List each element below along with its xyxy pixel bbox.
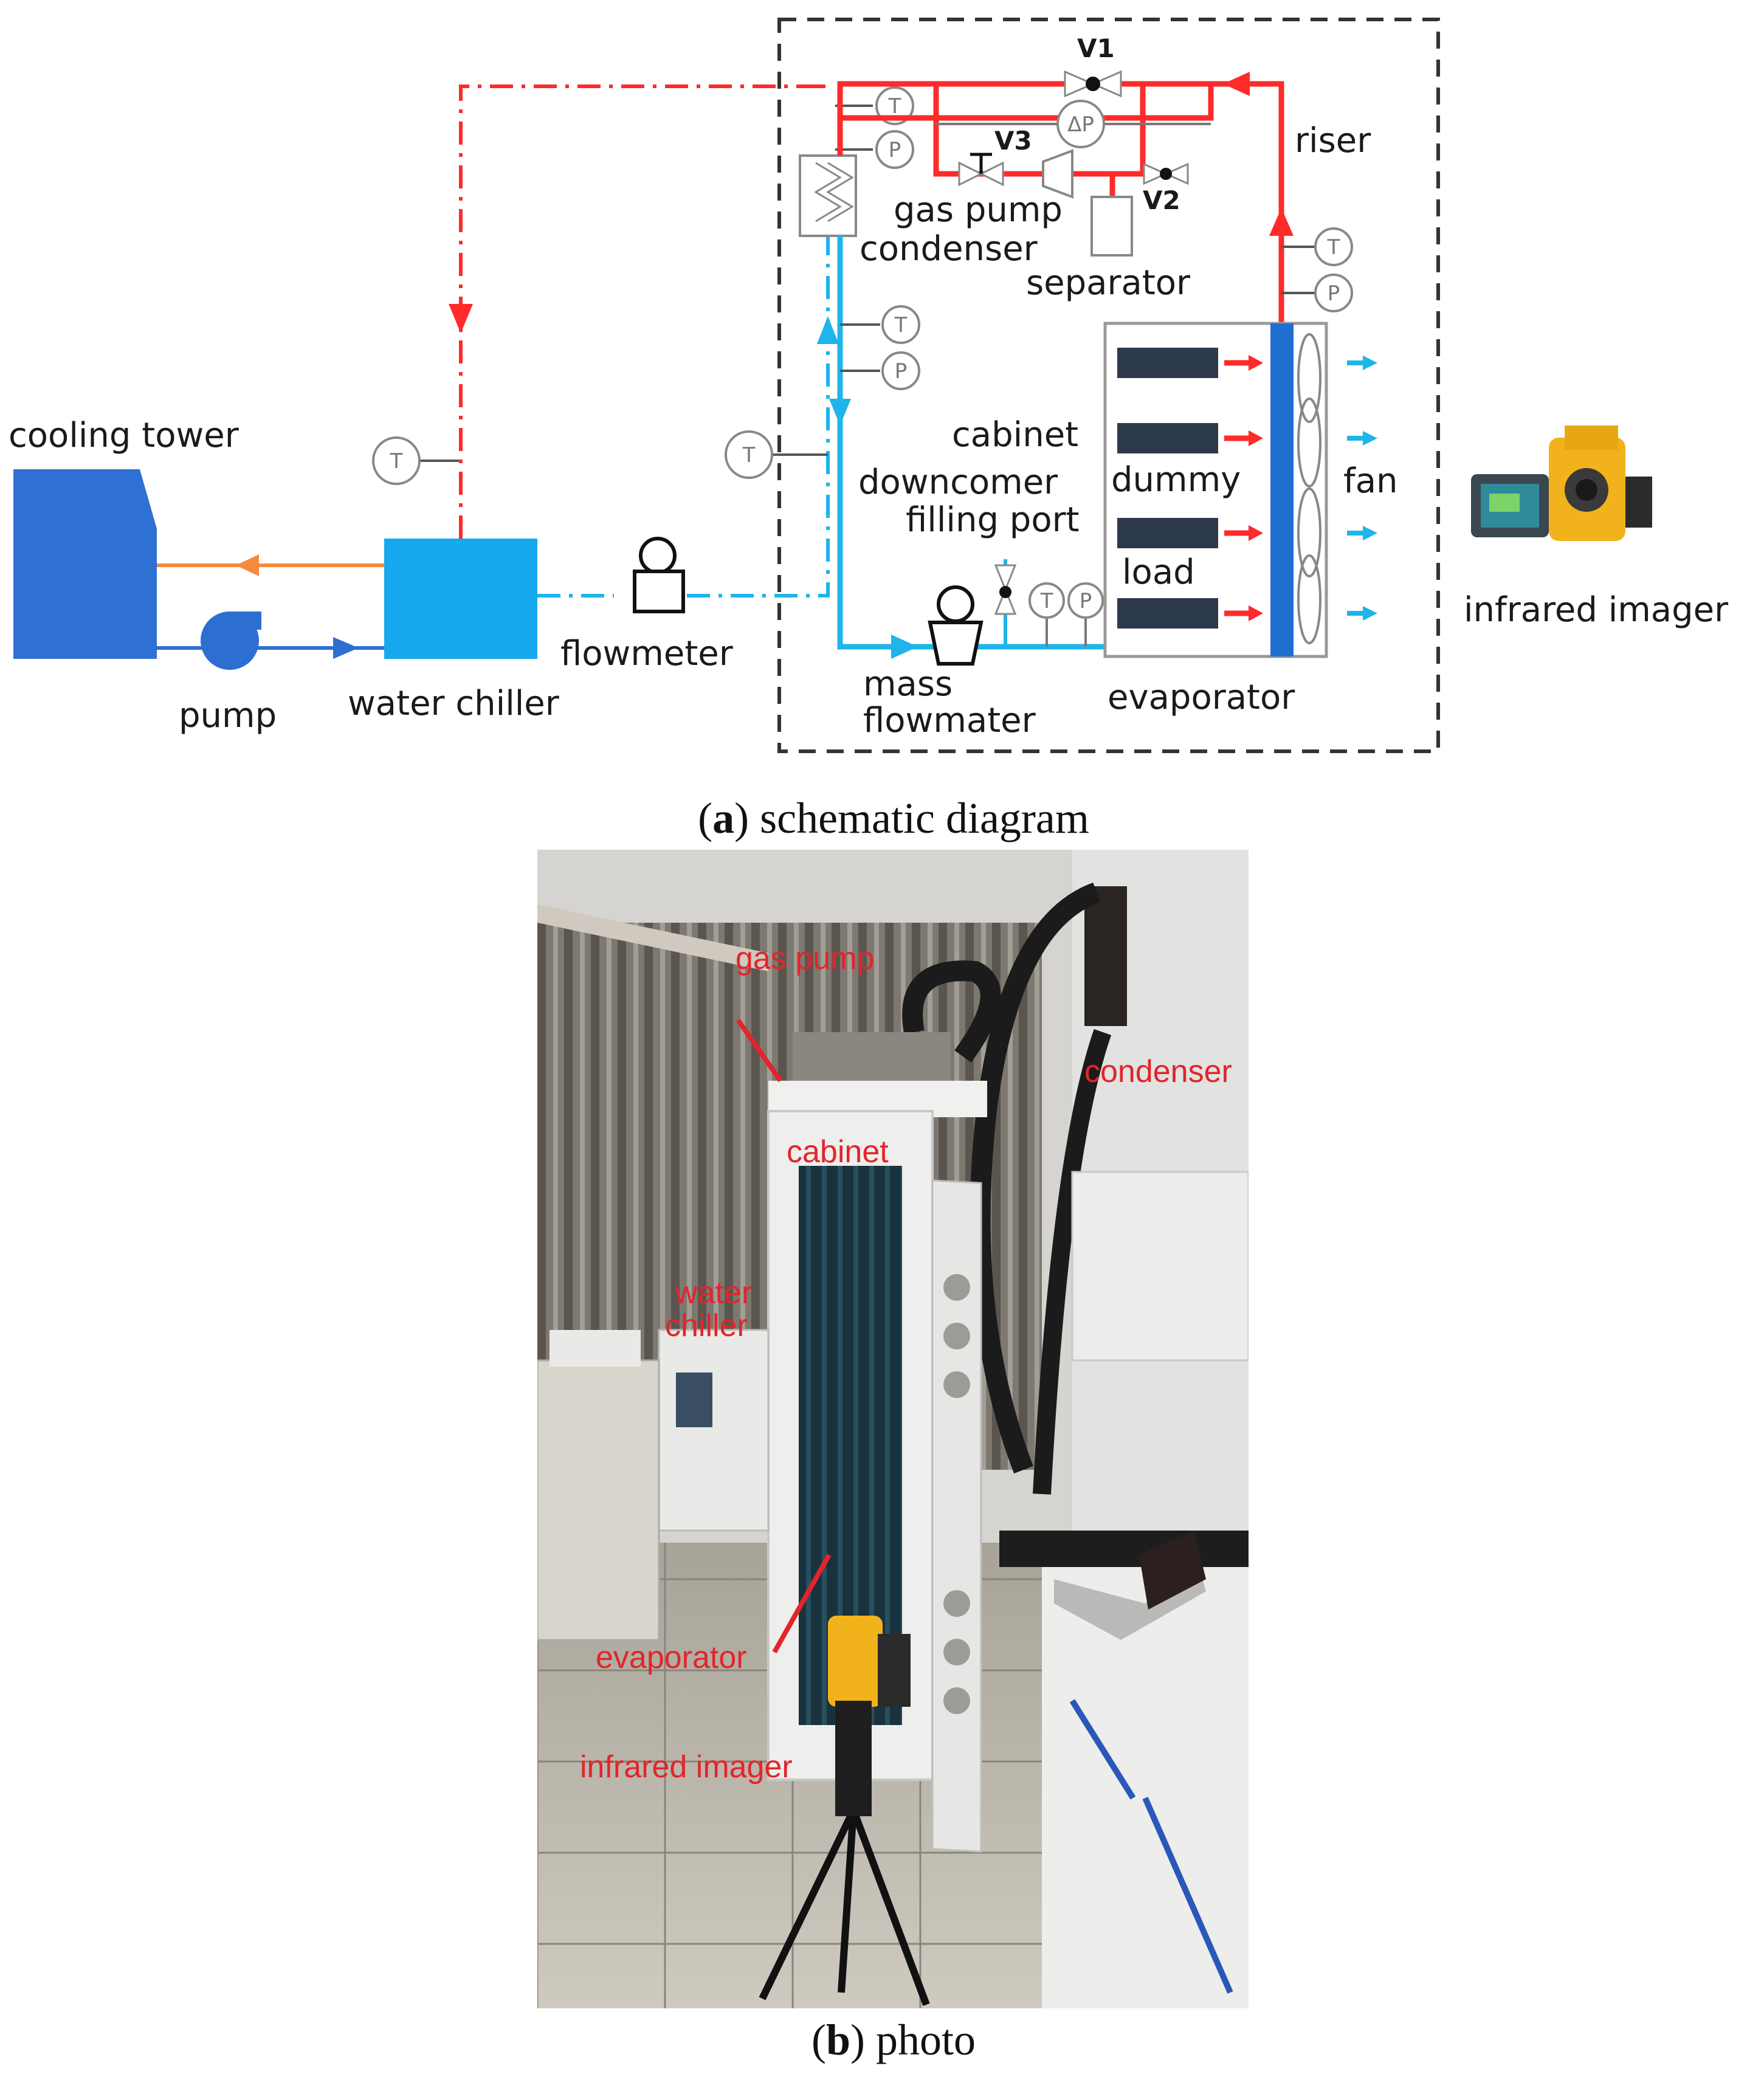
hot-flow-arrow (236, 554, 259, 576)
separator-symbol (1090, 196, 1133, 257)
pump-symbol (201, 611, 261, 670)
downcomer-temperature-gauge: T (881, 305, 920, 344)
svg-text:P: P (889, 138, 901, 162)
mass-label: mass (863, 664, 953, 704)
riser-pressure-gauge: P (1314, 274, 1353, 312)
gas-pump-unit (793, 1032, 951, 1087)
top-flow-arrow (1223, 72, 1250, 96)
wall-cabinets (1071, 1171, 1249, 1362)
svg-text:ΔP: ΔP (1067, 112, 1094, 137)
fan-symbols (1297, 333, 1321, 644)
svg-text:T: T (1327, 235, 1340, 260)
pump-label: pump (179, 696, 277, 735)
svg-text:T: T (888, 94, 901, 119)
svg-text:T: T (390, 449, 403, 474)
cooling-tower-label: cooling tower (9, 416, 239, 455)
svg-text:P: P (1328, 281, 1340, 306)
filling-port-valve (994, 564, 1017, 615)
downcomer-flow-arrow (829, 399, 851, 425)
bottom-flow-arrow (891, 635, 918, 659)
condenser-pressure-gauge: P (875, 130, 914, 169)
fan-label: fan (1343, 461, 1398, 501)
valve-v1-label: V1 (1077, 33, 1115, 63)
svg-text:T: T (1040, 589, 1053, 613)
evaporator-label: evaporator (1108, 678, 1295, 717)
chilled-water-supply-line (537, 236, 830, 598)
separator-label: separator (1026, 263, 1191, 303)
photo-label-condenser: condenser (1084, 1054, 1232, 1089)
return-flow-arrow (449, 304, 473, 333)
flowmater-label: flowmater (863, 701, 1036, 740)
condenser-symbol (799, 154, 857, 237)
condenser-temperature-gauge: T (875, 86, 914, 125)
airflow-arrows (1347, 356, 1377, 621)
photo-label-cabinet: cabinet (787, 1134, 889, 1169)
chilled-water-return-line (459, 84, 804, 539)
riser-flow-arrow (1269, 208, 1294, 236)
chiller-temperature-gauge: T (372, 436, 421, 485)
photo-label-infrared-imager: infrared imager (580, 1749, 793, 1785)
infrared-imager-device (828, 1616, 911, 1816)
evaporator-symbol (1270, 323, 1294, 656)
supply-temperature-gauge: T (725, 430, 773, 479)
dummy-label: dummy (1111, 460, 1241, 500)
gas-pump-symbol (1042, 149, 1073, 199)
svg-text:P: P (895, 359, 908, 384)
riser-label: riser (1295, 121, 1371, 160)
photo-label-chiller: chiller (665, 1308, 748, 1343)
infrared-imager-icon (1471, 425, 1652, 541)
lab-bench (999, 1531, 1249, 1567)
infrared-imager-label: infrared imager (1464, 590, 1729, 630)
photo-label-gas-pump: gas pump (736, 941, 874, 976)
photo-label-water: water (674, 1275, 752, 1311)
valve-v2-label: V2 (1143, 185, 1180, 215)
photo-label-evaporator: evaporator (596, 1640, 747, 1675)
supply-flow-arrow (817, 316, 839, 344)
riser-temperature-gauge: T (1314, 227, 1353, 266)
condenser-unit (1084, 886, 1127, 1026)
svg-text:T: T (894, 313, 908, 337)
water-chiller-label: water chiller (348, 684, 560, 723)
downcomer-pressure-gauge: P (881, 351, 920, 390)
dummy-load-units (1117, 348, 1263, 629)
valve-v2 (1143, 162, 1189, 185)
svg-text:T: T (742, 443, 756, 467)
flowmeter-symbol (633, 537, 685, 613)
differential-pressure-gauge: ΔP (1056, 100, 1105, 148)
svg-text:P: P (1080, 589, 1092, 613)
evaporator-inlet-pressure-gauge: P (1067, 582, 1104, 619)
cooling-tower (13, 469, 157, 659)
condenser-label: condenser (860, 229, 1038, 269)
laptop (1054, 1549, 1206, 1640)
mass-flowmeter-symbol (928, 585, 984, 666)
tripod (759, 1808, 930, 2006)
cold-flow-arrow (333, 637, 359, 659)
valve-v1 (1064, 70, 1122, 98)
lab-photo: gas pump condenser cabinet water chiller… (537, 850, 1249, 2008)
load-label: load (1122, 553, 1195, 592)
caption-b: (b) photo (811, 2016, 976, 2064)
valve-v3 (958, 153, 1004, 187)
cabinet-label: cabinet (952, 415, 1078, 455)
schematic-diagram: cooling tower pump water chiller T (9, 18, 1729, 753)
water-chiller-unit (658, 1329, 770, 1532)
caption-a: (a) schematic diagram (698, 794, 1089, 842)
gas-pump-label: gas pump (894, 190, 1063, 230)
evaporator-inlet-temperature-gauge: T (1028, 582, 1065, 619)
flowmeter-label: flowmeter (560, 634, 734, 673)
riser-line (1211, 81, 1284, 323)
filling-port-label: filling port (906, 500, 1080, 540)
system-boundary (777, 18, 1440, 753)
water-chiller (384, 539, 537, 659)
vapor-line-bypass (837, 81, 1146, 177)
downcomer-label: downcomer (858, 463, 1058, 502)
valve-v3-label: V3 (994, 126, 1032, 156)
